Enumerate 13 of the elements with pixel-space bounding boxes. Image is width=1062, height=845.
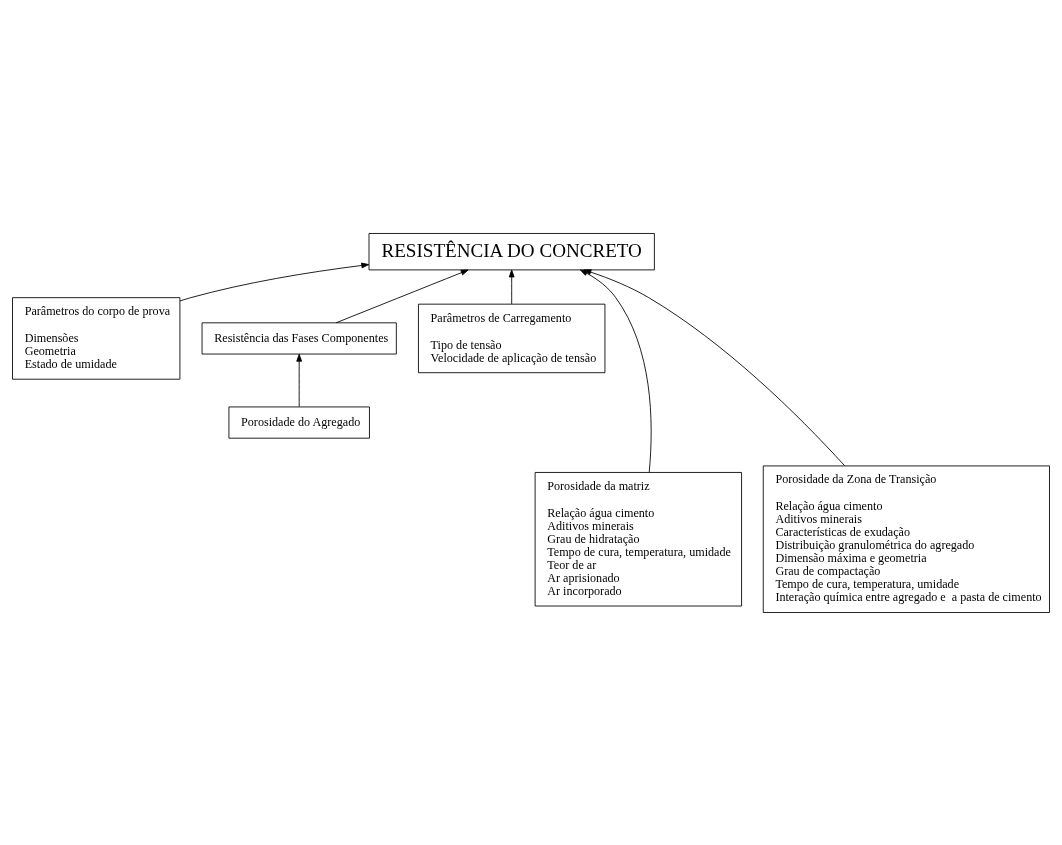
node-box: Parâmetros do corpo de prova Dimensões Geometria Estado de umidade <box>12 296 181 380</box>
node-box: Porosidade da matriz Relação água cimento Aditivos minerais Grau de hidratação Tempo de cura, temperatura, umidade Teor de ar Ar aprisionado Ar incorporado <box>534 471 742 606</box>
node-box: RESISTÊNCIA DO CONCRETO <box>368 232 655 270</box>
node-box: Porosidade da Zona de Transição Relação água cimento Aditivos minerais Características de exudação Distribuição granulométrica do agregado Dimensão máxima e geometria Grau de compactação Tempo de cura, temperatura, umidade Interação química entre agregado e a pasta de cimento <box>762 465 1050 613</box>
arrow <box>335 269 469 323</box>
node-box: Parâmetros de Carregamento Tipo de tensão Velocidade de aplicação de tensão <box>418 303 606 373</box>
node-box: Porosidade do Agregado <box>228 406 370 439</box>
arrow <box>296 353 303 407</box>
arrow <box>579 269 652 473</box>
arrow <box>583 268 846 466</box>
arrow <box>179 262 370 301</box>
arrow <box>508 269 515 304</box>
node-box: Resistência das Fases Componentes <box>201 321 397 354</box>
